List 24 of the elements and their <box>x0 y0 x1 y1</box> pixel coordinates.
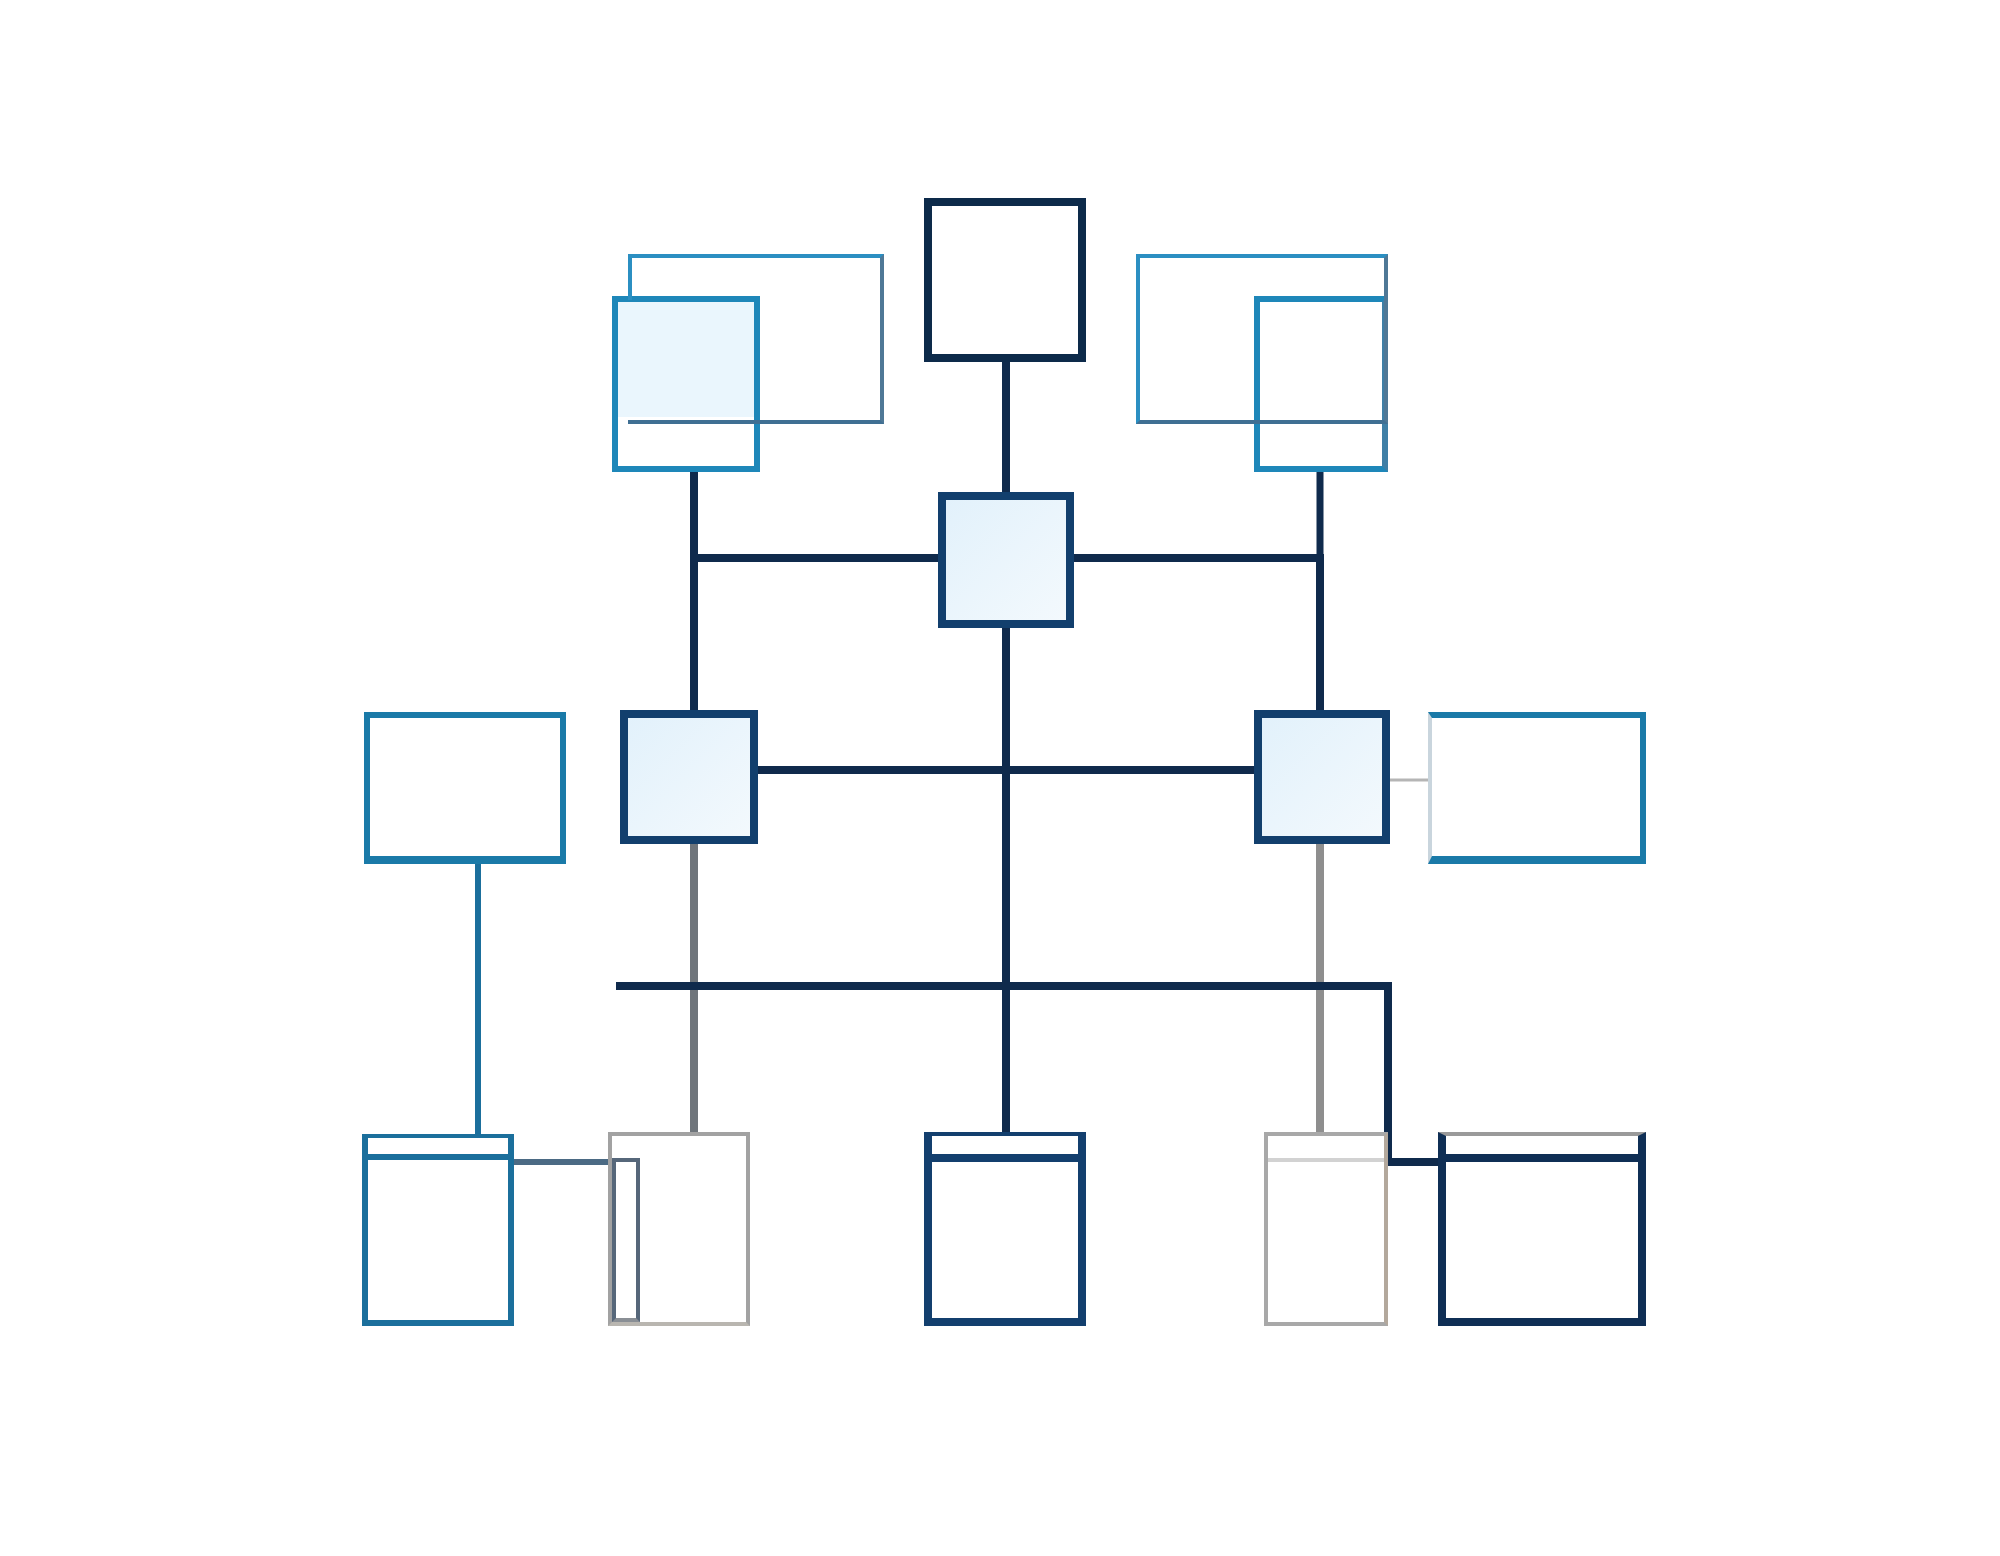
node-box <box>1254 710 1390 844</box>
connector-line <box>616 982 1442 1166</box>
node-box <box>620 710 758 844</box>
connector-line <box>1070 554 1324 714</box>
connector-line <box>1388 778 1430 782</box>
node-box <box>362 1134 514 1326</box>
connector-line <box>475 861 481 1137</box>
node-box <box>938 492 1074 628</box>
node-box <box>1438 1132 1646 1326</box>
connector-line <box>1002 358 1010 496</box>
node-box <box>1136 254 1388 424</box>
connector-line <box>754 766 1258 774</box>
connector-line <box>1316 840 1324 1136</box>
node-box <box>608 1132 750 1326</box>
node-box <box>1428 712 1646 864</box>
node-box <box>364 712 566 864</box>
node-box <box>1264 1132 1388 1326</box>
connector-line <box>511 1159 611 1165</box>
node-box <box>924 1132 1086 1326</box>
node-box <box>1254 296 1388 472</box>
connector-line <box>690 840 698 1136</box>
node-box <box>612 296 760 472</box>
node-box <box>924 198 1086 362</box>
connector-line <box>1002 624 1010 1136</box>
